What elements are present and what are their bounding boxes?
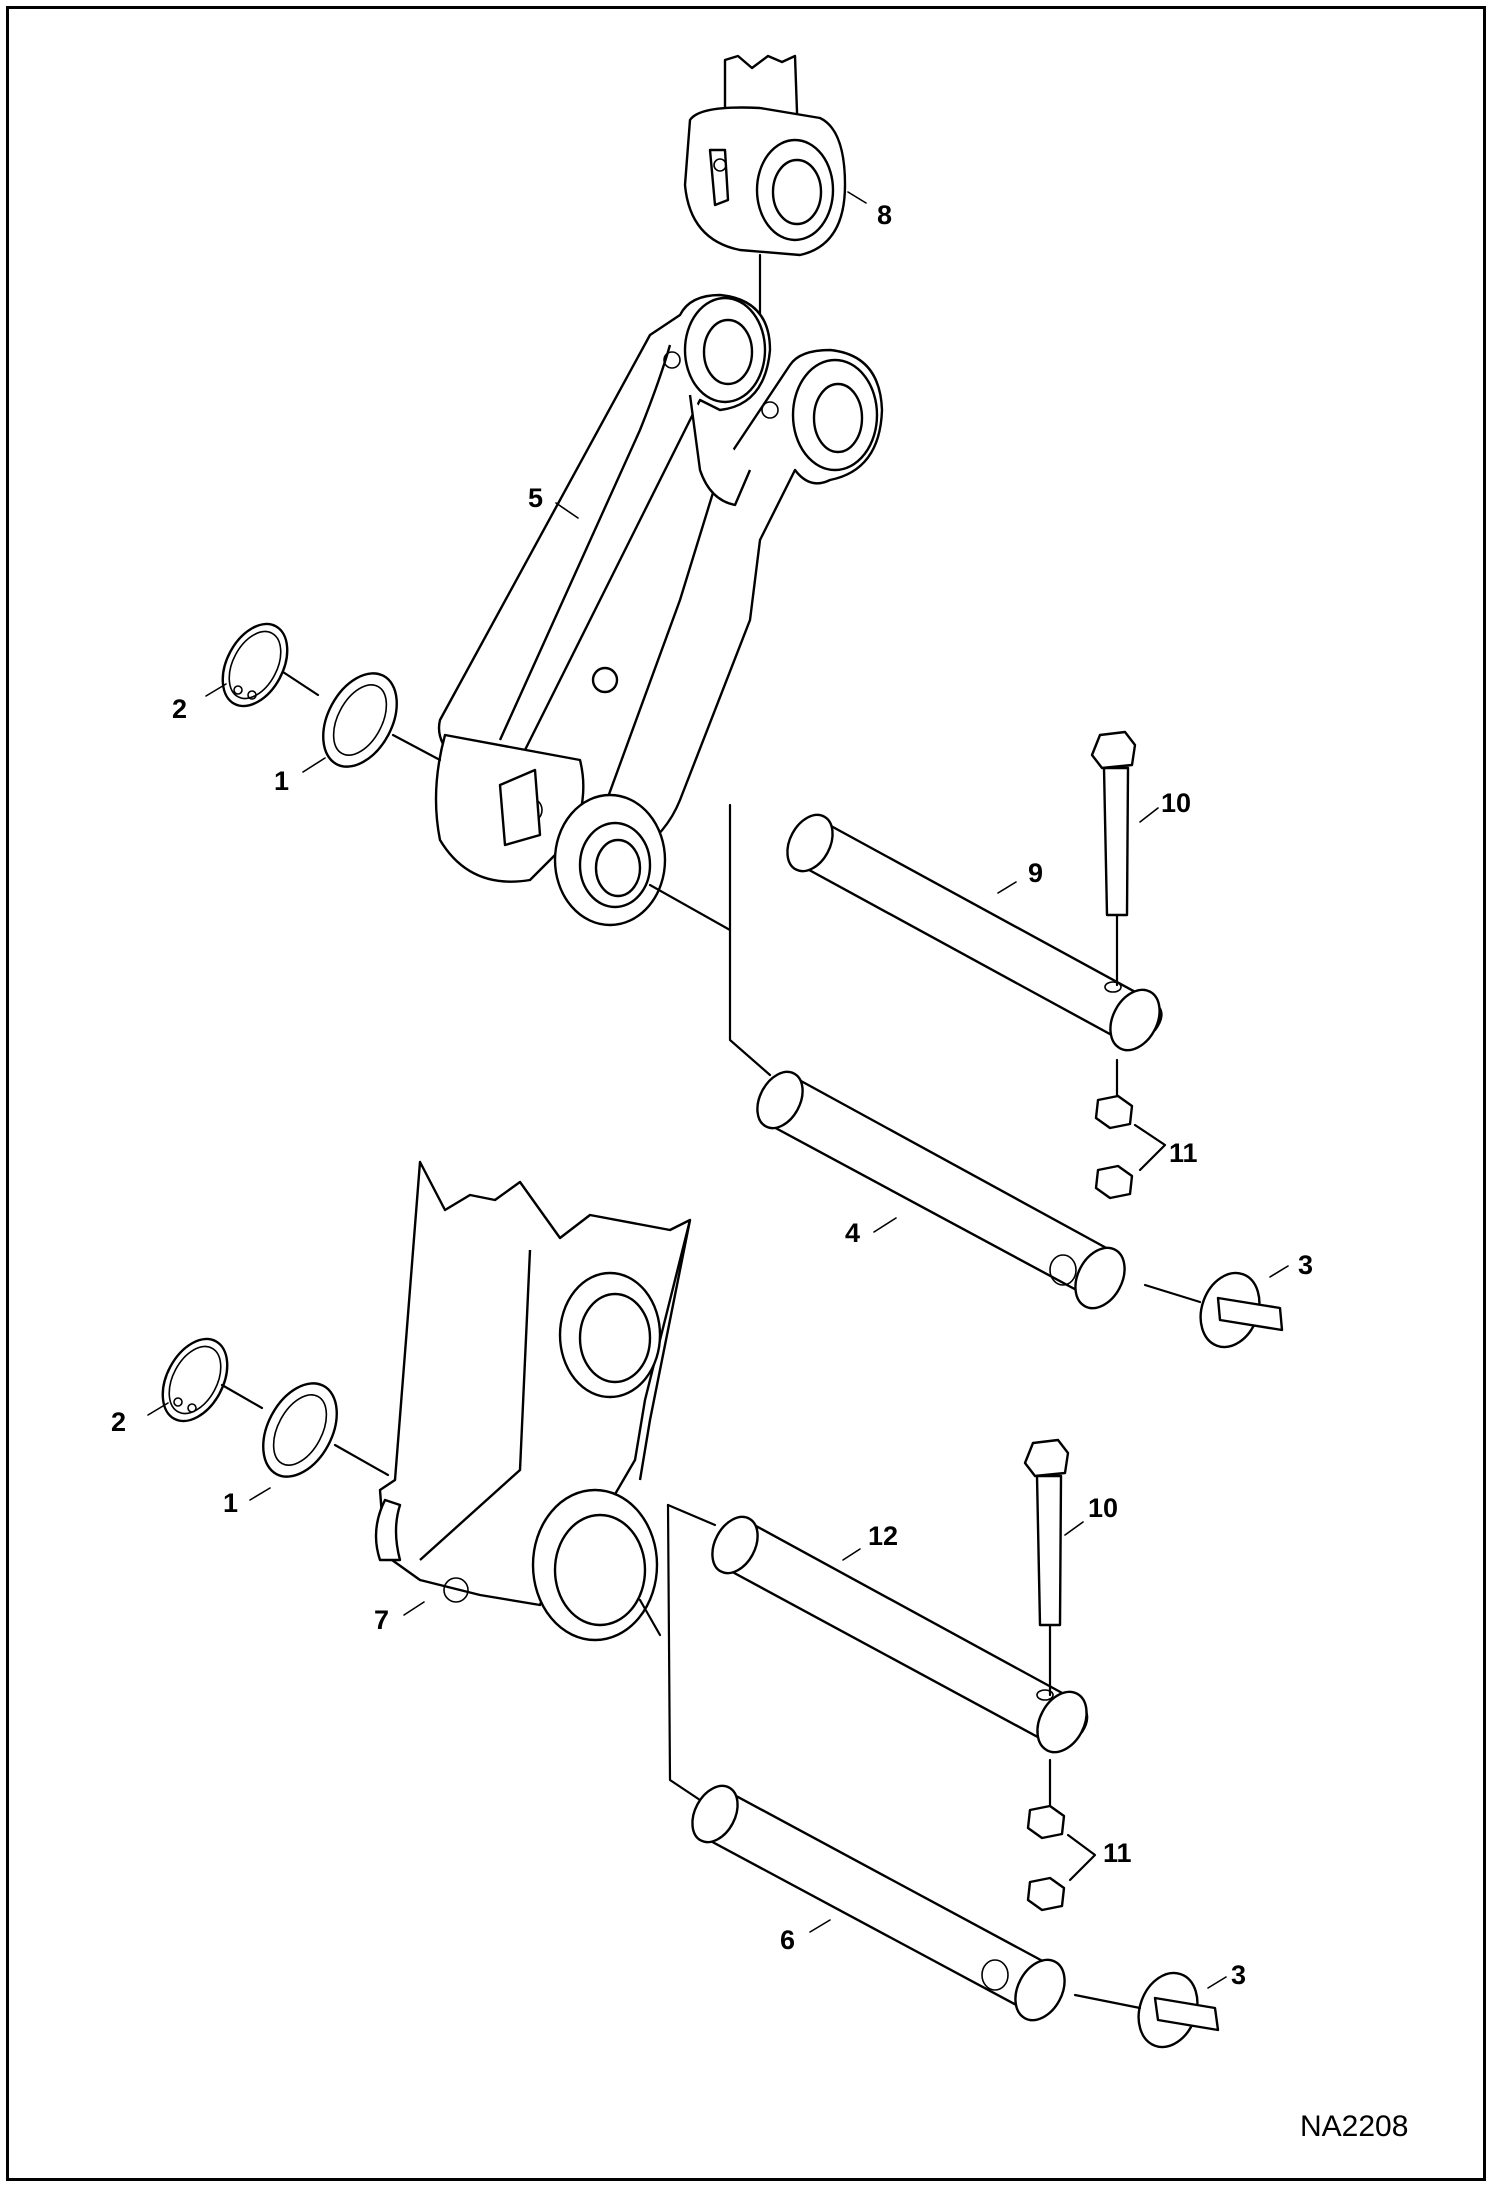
callout-1-bottom: 1 xyxy=(223,1488,238,1518)
snap-ring-bottom xyxy=(161,1337,229,1423)
drawing-code: NA2208 xyxy=(1300,2110,1408,2143)
leader-12-pin-line xyxy=(666,1503,702,1802)
pin-12 xyxy=(711,1515,1089,1754)
link-arm xyxy=(434,293,884,927)
washer-top xyxy=(322,672,398,768)
callout-labels: 8 5 2 1 10 9 11 4 3 2 1 10 12 7 11 6 3 xyxy=(111,200,1313,1990)
lower-arm xyxy=(374,1160,692,1642)
callout-3-bottom: 3 xyxy=(1231,1960,1246,1990)
callout-1-top: 1 xyxy=(274,766,289,796)
cylinder-rod-end xyxy=(683,54,847,257)
bolt-top xyxy=(1090,730,1137,917)
pin-6 xyxy=(691,1784,1066,2022)
callout-4: 4 xyxy=(845,1218,860,1248)
nuts-top xyxy=(1094,1094,1134,1200)
pin-9 xyxy=(786,813,1163,1052)
callout-10-top: 10 xyxy=(1161,788,1191,818)
callout-7: 7 xyxy=(374,1605,389,1635)
leader-axis-top-left xyxy=(281,670,442,762)
lynch-pin-bottom xyxy=(1137,1971,1220,2049)
leader-axis-bottom-left xyxy=(220,1383,390,1477)
callout-11-bottom: 11 xyxy=(1103,1838,1132,1868)
leader-9-pin-line xyxy=(648,883,772,1077)
nuts-bottom xyxy=(1026,1804,1066,1912)
leader-11-bottom xyxy=(1066,1833,1097,1882)
snap-ring-top xyxy=(221,622,289,708)
bolt-bottom xyxy=(1023,1438,1070,1627)
callout-6: 6 xyxy=(780,1925,795,1955)
callout-leaders xyxy=(147,191,1289,1989)
leader-arm-pin xyxy=(666,1503,717,1527)
callout-2-top: 2 xyxy=(172,694,187,724)
callout-5: 5 xyxy=(528,483,543,513)
callout-9: 9 xyxy=(1028,858,1043,888)
callout-11-top: 11 xyxy=(1169,1138,1198,1168)
callout-12: 12 xyxy=(868,1521,898,1551)
washer-bottom xyxy=(262,1382,338,1478)
lynch-pin-top xyxy=(1199,1271,1284,1349)
pin-4 xyxy=(756,1070,1126,1310)
leader-pin4-to-3 xyxy=(1143,1283,1202,1304)
callout-8: 8 xyxy=(877,200,892,230)
leader-pin6-to-3 xyxy=(1073,1993,1142,2010)
callout-2-bottom: 2 xyxy=(111,1407,126,1437)
leader-arm-pin-bottom xyxy=(638,1598,662,1637)
leader-11-top xyxy=(1133,1123,1167,1172)
callout-3-top: 3 xyxy=(1298,1250,1313,1280)
callout-10-bottom: 10 xyxy=(1088,1493,1118,1523)
